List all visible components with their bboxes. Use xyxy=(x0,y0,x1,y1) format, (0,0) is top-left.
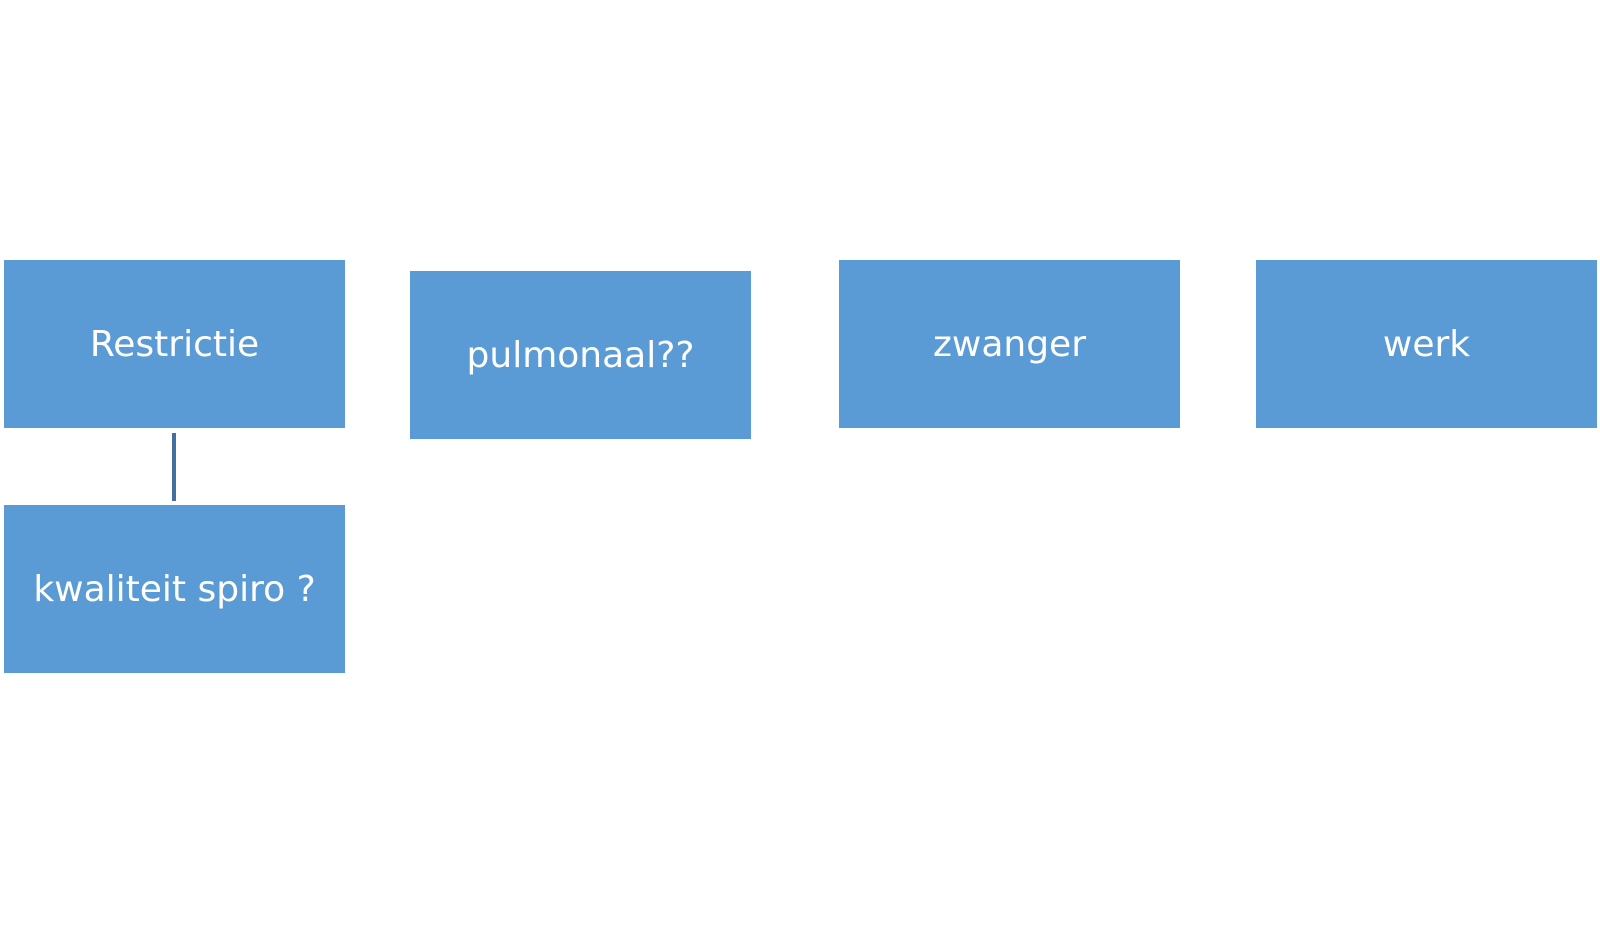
node-restrictie: Restrictie xyxy=(4,260,345,428)
node-werk: werk xyxy=(1256,260,1597,428)
node-kwaliteit-spiro: kwaliteit spiro ? xyxy=(4,505,345,673)
node-pulmonaal: pulmonaal?? xyxy=(410,271,751,439)
node-zwanger: zwanger xyxy=(839,260,1180,428)
connector-restrictie-kwaliteit xyxy=(172,433,176,501)
node-kwaliteit-spiro-label: kwaliteit spiro ? xyxy=(33,568,316,610)
node-zwanger-label: zwanger xyxy=(932,323,1087,365)
node-werk-label: werk xyxy=(1382,323,1471,365)
node-restrictie-label: Restrictie xyxy=(89,323,260,365)
node-pulmonaal-label: pulmonaal?? xyxy=(466,334,695,376)
